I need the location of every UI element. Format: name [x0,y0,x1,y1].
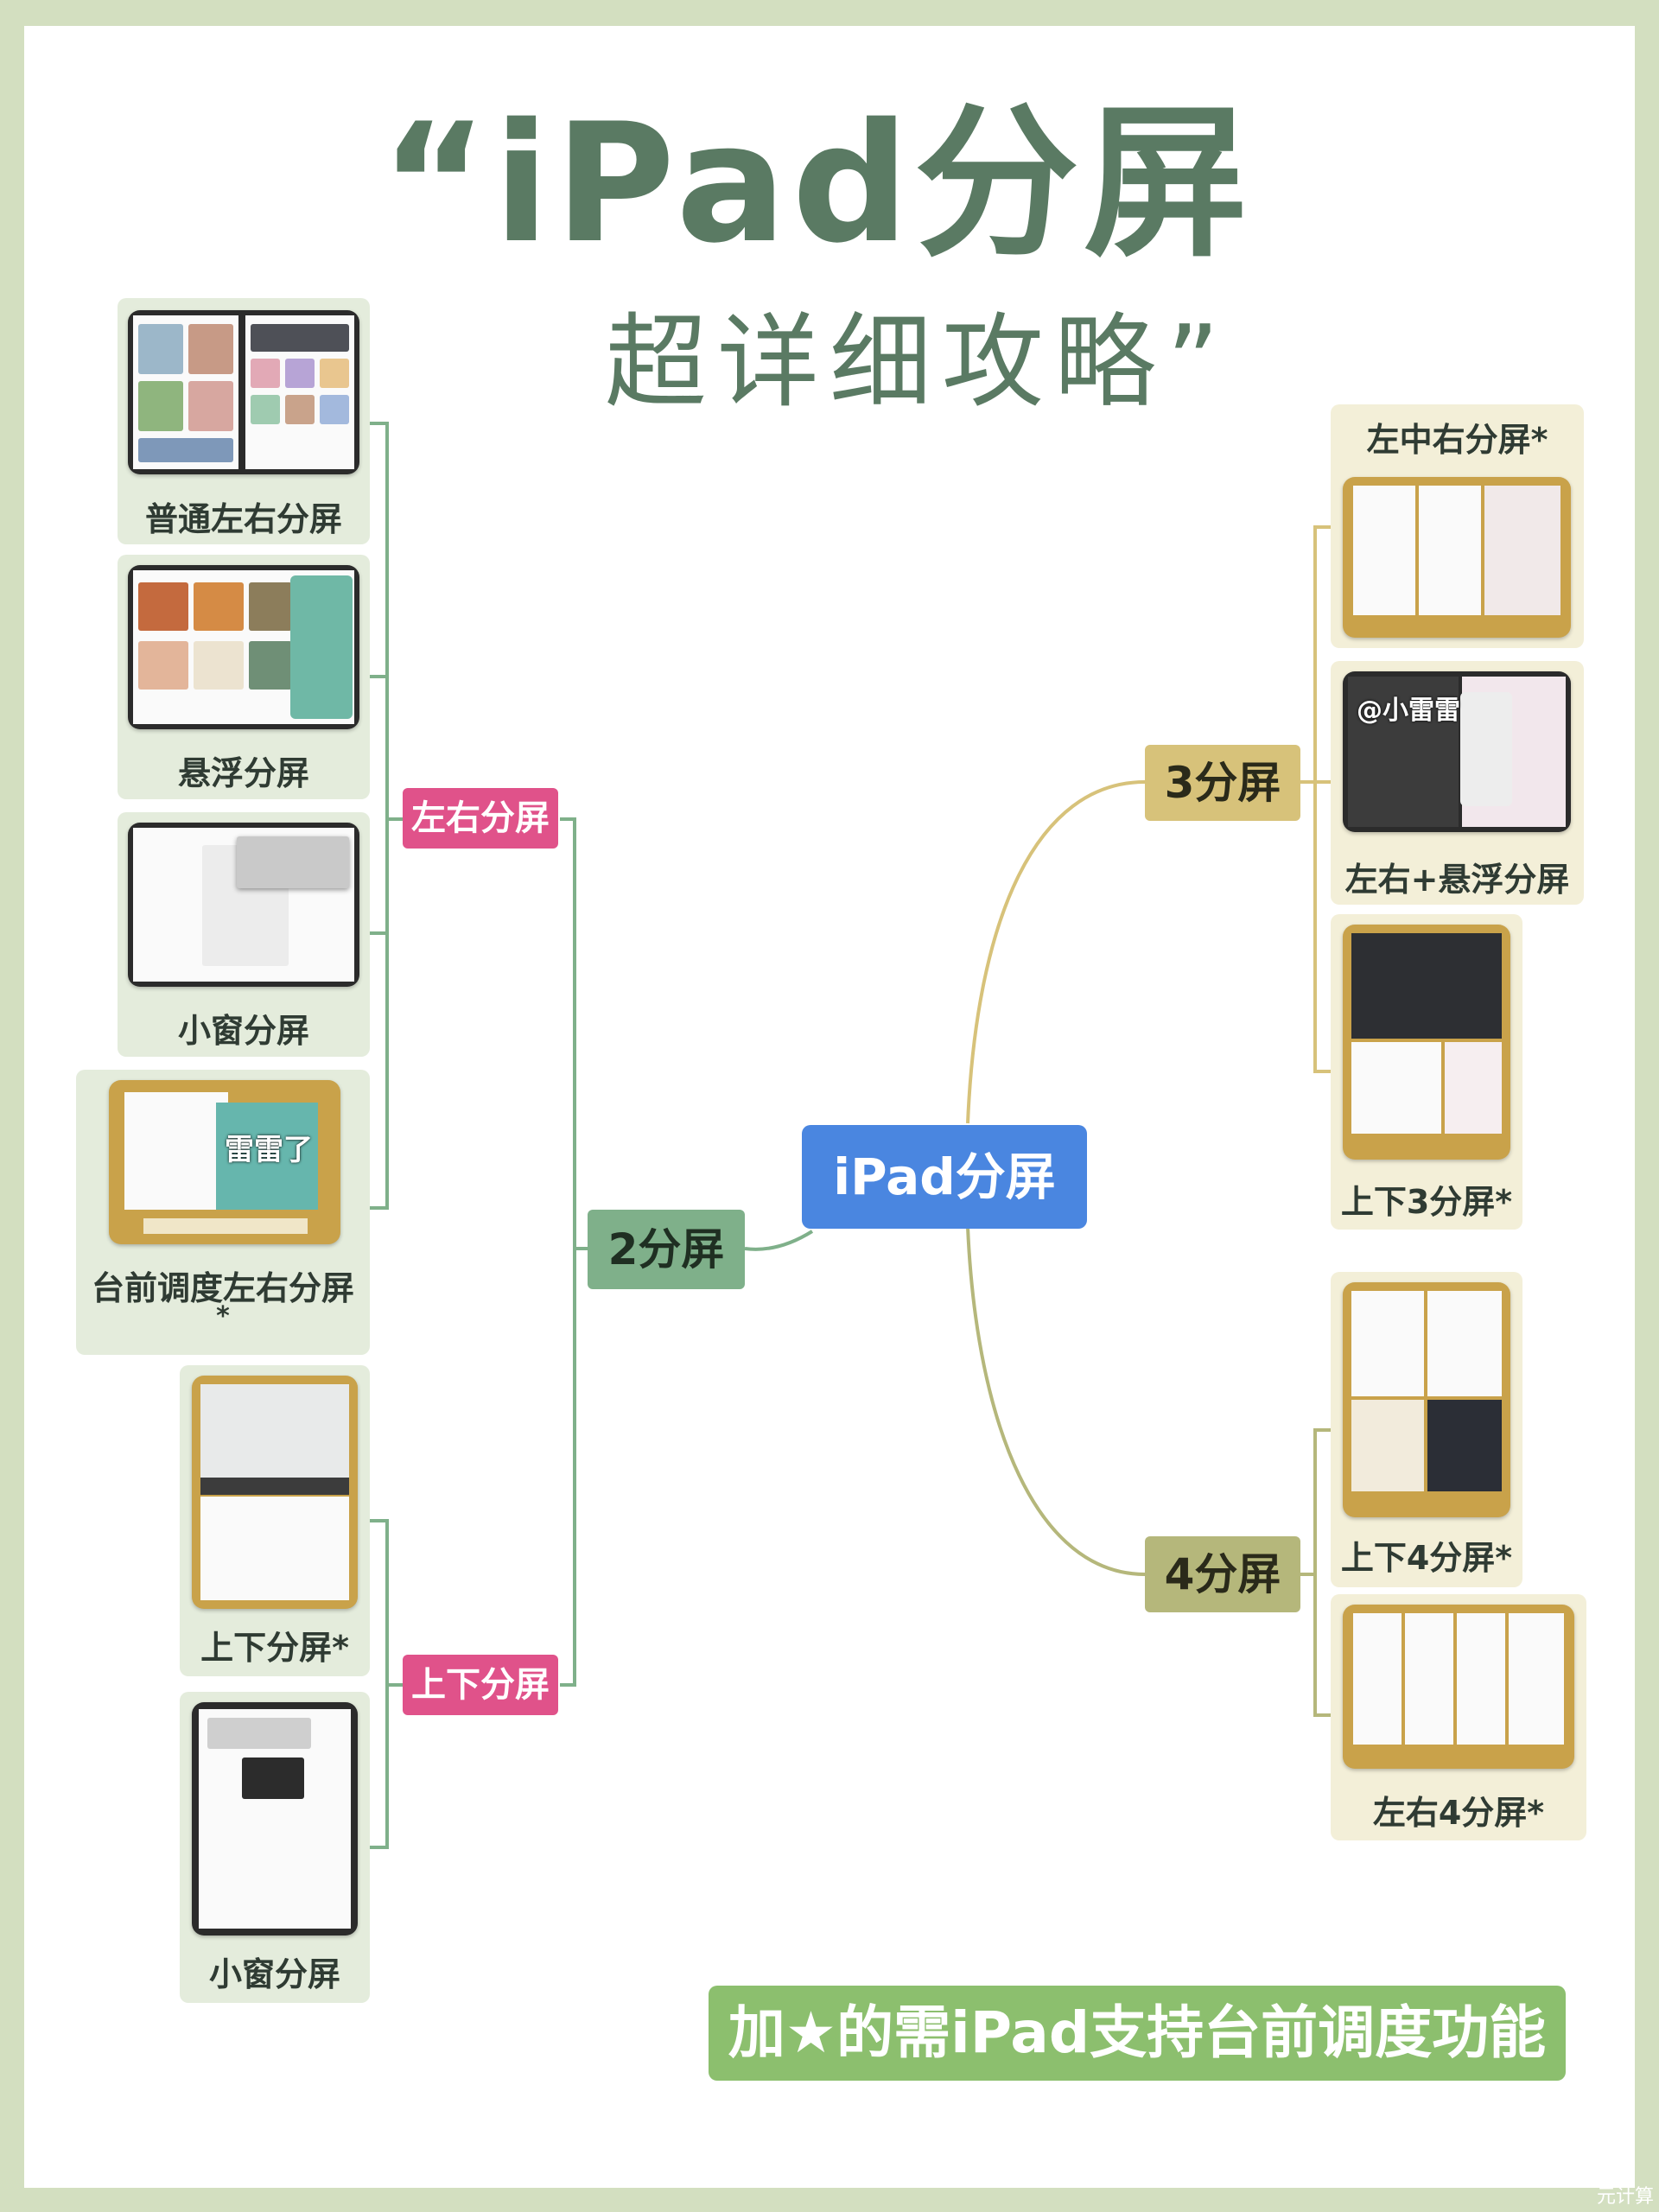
leaf-lr-stage: 雷雷了 台前调度左右分屏 * [76,1070,370,1355]
edge-lr-bracket [370,422,404,1210]
leaf-three-lmr: 左中右分屏* [1331,404,1584,648]
leaf-lr-window: 小窗分屏 [118,812,370,1057]
leaf-three-tb: 上下3分屏* [1331,914,1522,1230]
edge-root-to-three [966,780,1146,1124]
leaf-lr-normal: 普通左右分屏 [118,298,370,544]
leaf-label: 小窗分屏 [177,1012,309,1050]
ipad-screenshot-thumbnail [1343,477,1571,638]
edge-two-to-tb [560,1247,588,1687]
group-tb: 上下分屏 [403,1655,558,1715]
ipad-screenshot-thumbnail [109,1080,340,1244]
branch-two: 2分屏 [588,1210,745,1289]
leaf-label: 上下分屏* [200,1629,349,1667]
root-node: iPad分屏 [802,1125,1087,1229]
ipad-screenshot-thumbnail [128,310,359,474]
title-line-1: “iPad分屏 [380,88,1254,279]
title-line-2: 超详细攻略” [605,302,1230,422]
leaf-label: 左右+悬浮分屏 [1344,861,1570,899]
leaf-label: 上下3分屏* [1340,1183,1513,1221]
leaf-tb-split: 上下分屏* [180,1365,370,1676]
watermark-overlay: 雷雷了 [225,1133,313,1167]
branch-three: 3分屏 [1145,745,1300,821]
leaf-label: 小窗分屏 [208,1955,340,1993]
edge-root-to-two [744,1230,814,1251]
edge-root-to-four [966,1226,1146,1576]
edge-tb-bracket [370,1519,404,1849]
leaf-label: 台前调度左右分屏 [91,1269,354,1307]
corner-watermark: 元计算 [1596,2186,1654,2208]
leaf-four-tb: 上下4分屏* [1331,1272,1522,1587]
ipad-screenshot-thumbnail [1343,671,1571,832]
edge-three-bracket [1300,525,1331,1073]
leaf-lr-float: 悬浮分屏 [118,555,370,799]
watermark-overlay: @小雷雷 [1357,696,1460,726]
branch-four: 4分屏 [1145,1536,1300,1612]
leaf-label: 悬浮分屏 [177,754,309,792]
ipad-screenshot-thumbnail [192,1702,358,1936]
ipad-screenshot-thumbnail [1343,1282,1510,1517]
leaf-label: 上下4分屏* [1340,1539,1513,1577]
leaf-label: 左右4分屏* [1372,1794,1545,1832]
leaf-three-lr-float: @小雷雷 左右+悬浮分屏 [1331,661,1584,905]
leaf-four-lr: 左右4分屏* [1331,1594,1586,1840]
ipad-screenshot-thumbnail [192,1376,358,1609]
leaf-label: 左中右分屏* [1366,421,1548,459]
ipad-screenshot-thumbnail [1343,925,1510,1160]
edge-four-bracket [1300,1428,1331,1717]
ipad-screenshot-thumbnail [128,823,359,987]
group-lr: 左右分屏 [403,788,558,849]
leaf-label-star: * [216,1301,230,1332]
footer-note: 加★的需iPad支持台前调度功能 [709,1986,1566,2081]
ipad-screenshot-thumbnail [128,565,359,729]
leaf-tb-window: 小窗分屏 [180,1692,370,2003]
leaf-label: 普通左右分屏 [144,500,342,538]
edge-two-to-lr [560,817,588,1250]
ipad-screenshot-thumbnail [1343,1605,1574,1769]
